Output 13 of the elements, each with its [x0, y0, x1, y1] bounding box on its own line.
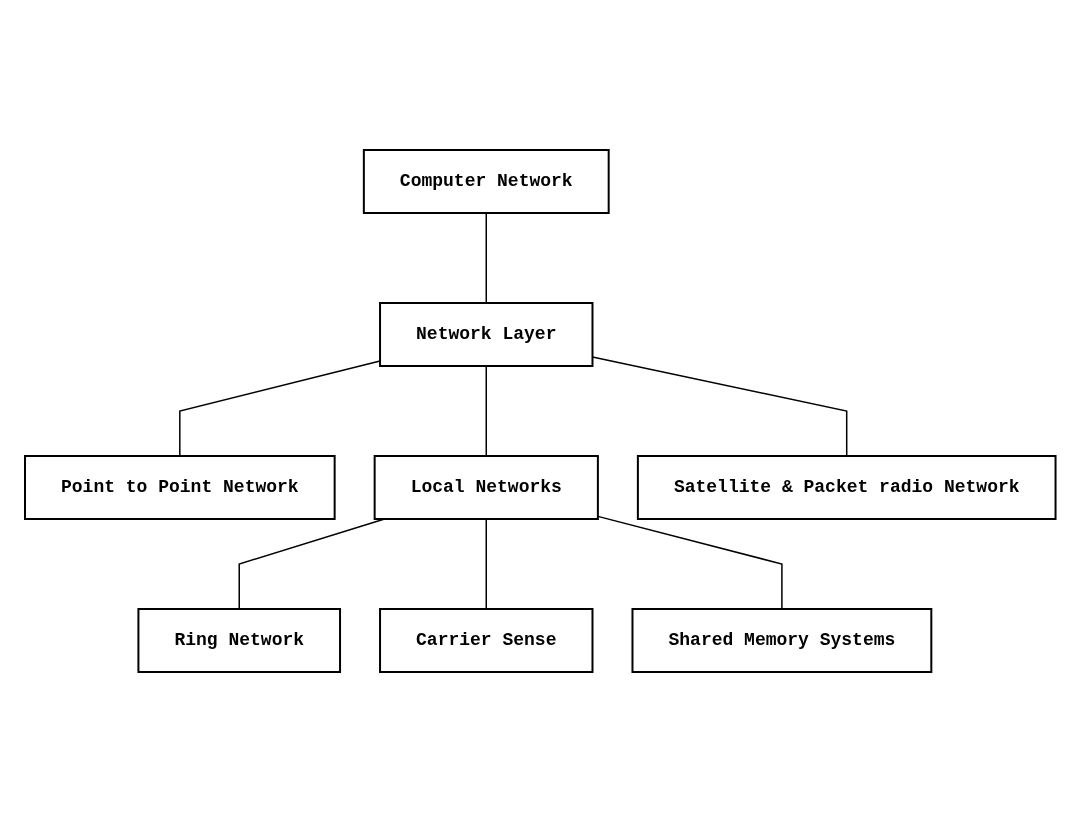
connector [485, 517, 487, 610]
connector [238, 517, 385, 610]
node-box: Satellite & Packet radio Network [636, 454, 1057, 520]
node-box: Carrier Sense [378, 607, 594, 673]
node-box: Computer Network [362, 148, 610, 214]
node-box: Network Layer [378, 301, 594, 367]
node-box: Ring Network [137, 607, 341, 673]
node-box: Local Networks [373, 454, 599, 520]
connector [485, 211, 487, 304]
node-box: Point to Point Network [23, 454, 336, 520]
node-box: Shared Memory Systems [631, 607, 933, 673]
connector [596, 515, 783, 610]
connector [485, 364, 487, 457]
